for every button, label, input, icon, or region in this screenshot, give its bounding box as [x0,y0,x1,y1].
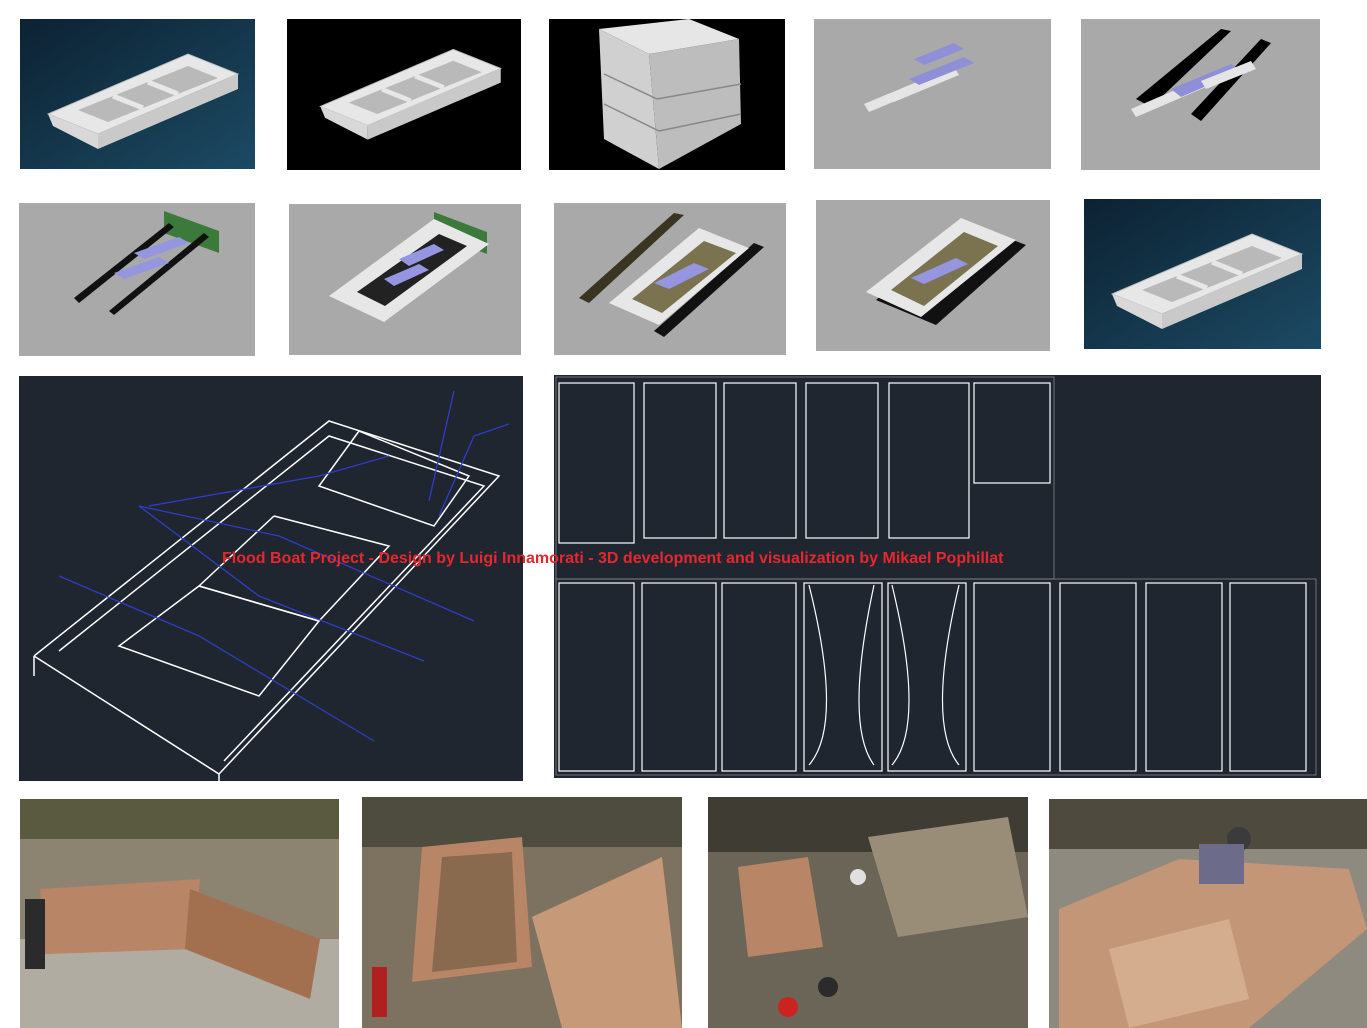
render-assembly-step-2 [1081,19,1320,170]
wireframe-drawing [33,390,510,781]
assembly-step-image [864,43,974,112]
workshop-photo [362,797,682,1028]
photo-workshop-3 [708,797,1028,1028]
assembly-step-image [1131,29,1271,121]
render-assembly-step-1 [814,19,1051,169]
workshop-photo [1049,799,1367,1028]
render-assembly-step-4 [289,204,521,355]
assembly-step-image [329,212,489,322]
boat-render-image [287,19,521,170]
render-assembly-step-5 [554,203,786,355]
photo-workshop-2 [362,797,682,1028]
workshop-photo [708,797,1028,1028]
assembly-step-image [74,211,219,315]
boat-render-image [20,19,255,169]
render-boat-water [20,19,255,169]
cad-wireframe [19,376,523,781]
cad-cut-sheets [554,375,1321,778]
assembly-step-image [579,213,764,337]
boat-render-image [1084,199,1321,349]
render-boat-water-2 [1084,199,1321,349]
render-assembly-step-3 [19,203,255,356]
render-boat-black [287,19,521,170]
photo-workshop-4 [1049,799,1367,1028]
cut-sheets-drawing [555,376,1317,776]
photo-workshop-1 [20,799,339,1028]
workshop-photo [20,799,339,1028]
project-caption: Flood Boat Project - Design by Luigi Inn… [222,550,1004,567]
assembly-step-image [866,218,1026,325]
hull-layers-image [599,19,742,169]
render-hull-layers [549,19,785,170]
render-assembly-step-6 [816,200,1050,351]
